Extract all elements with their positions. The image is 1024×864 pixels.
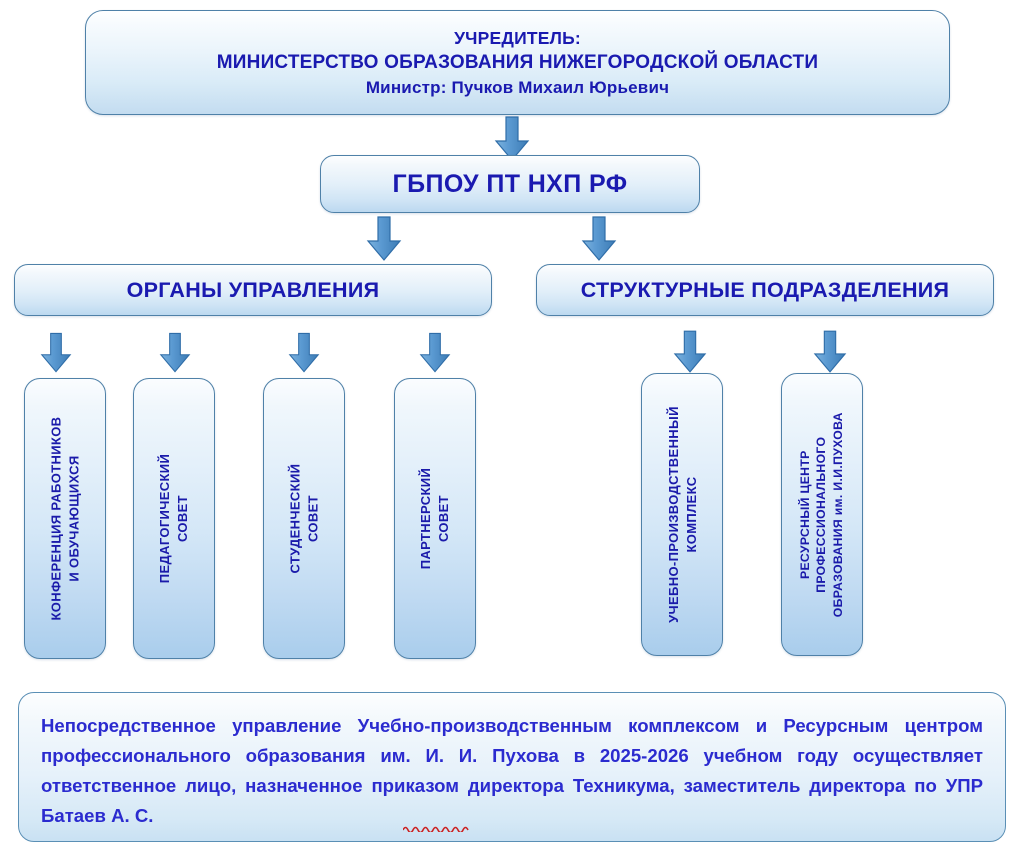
institution-label: ГБПОУ ПТ НХП РФ — [392, 169, 628, 198]
governance-body-partner-council-box: ПАРТНЕРСКИЙ СОВЕТ — [394, 378, 476, 659]
governance-body-student-council-box: СТУДЕНЧЕСКИЙ СОВЕТ — [263, 378, 345, 659]
down-arrow-icon — [288, 332, 320, 373]
note-text: Непосредственное управление Учебно-произ… — [41, 715, 983, 827]
down-arrow-icon — [494, 116, 530, 161]
governance-body-partner-council-label: ПАРТНЕРСКИЙ СОВЕТ — [418, 467, 452, 570]
governance-body-conference-label: КОНФЕРЕНЦИЯ РАБОТНИКОВ И ОБУЧАЮЩИХСЯ — [48, 416, 81, 621]
down-arrow-icon — [419, 332, 451, 373]
note-box: Непосредственное управление Учебно-произ… — [18, 692, 1006, 842]
down-arrow-icon — [366, 216, 402, 261]
structural-unit-resource-center-box: РЕСУРСНЫЙ ЦЕНТР ПРОФЕССИОНАЛЬНОГО ОБРАЗО… — [781, 373, 863, 656]
down-arrow-icon — [813, 330, 847, 373]
founder-title: УЧРЕДИТЕЛЬ: — [454, 27, 581, 48]
institution-box: ГБПОУ ПТ НХП РФ — [320, 155, 700, 213]
structural-unit-production-complex-label: УЧЕБНО-ПРОИЗВОДСТВЕННЫЙ КОМПЛЕКС — [665, 406, 698, 623]
spellcheck-squiggle-icon — [403, 826, 469, 832]
down-arrow-icon — [581, 216, 617, 261]
governance-body-student-council-label: СТУДЕНЧЕСКИЙ СОВЕТ — [287, 463, 320, 574]
founder-text: УЧРЕДИТЕЛЬ: МИНИСТЕРСТВО ОБРАЗОВАНИЯ НИЖ… — [217, 26, 818, 100]
governance-body-pedagogical-council-label: ПЕДАГОГИЧЕСКИЙ СОВЕТ — [157, 453, 190, 584]
down-arrow-icon — [159, 332, 191, 373]
branch-governance-box: ОРГАНЫ УПРАВЛЕНИЯ — [14, 264, 492, 316]
structural-unit-resource-center-label: РЕСУРСНЫЙ ЦЕНТР ПРОФЕССИОНАЛЬНОГО ОБРАЗО… — [798, 411, 846, 618]
down-arrow-icon — [40, 332, 72, 373]
branch-structural-label: СТРУКТУРНЫЕ ПОДРАЗДЕЛЕНИЯ — [580, 277, 950, 302]
founder-ministry: МИНИСТЕРСТВО ОБРАЗОВАНИЯ НИЖЕГОРОДСКОЙ О… — [216, 51, 819, 73]
branch-structural-box: СТРУКТУРНЫЕ ПОДРАЗДЕЛЕНИЯ — [536, 264, 994, 316]
founder-box: УЧРЕДИТЕЛЬ: МИНИСТЕРСТВО ОБРАЗОВАНИЯ НИЖ… — [85, 10, 950, 115]
governance-body-conference-box: КОНФЕРЕНЦИЯ РАБОТНИКОВ И ОБУЧАЮЩИХСЯ — [24, 378, 106, 659]
structural-unit-production-complex-box: УЧЕБНО-ПРОИЗВОДСТВЕННЫЙ КОМПЛЕКС — [641, 373, 723, 656]
down-arrow-icon — [673, 330, 707, 373]
branch-governance-label: ОРГАНЫ УПРАВЛЕНИЯ — [126, 277, 380, 302]
governance-body-pedagogical-council-box: ПЕДАГОГИЧЕСКИЙ СОВЕТ — [133, 378, 215, 659]
founder-minister: Министр: Пучков Михаил Юрьевич — [365, 77, 670, 97]
